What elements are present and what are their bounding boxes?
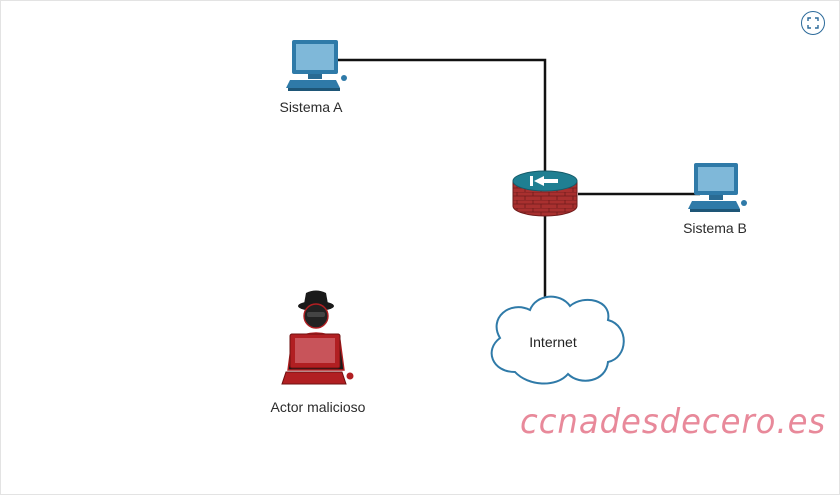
sistema-a-label: Sistema A bbox=[279, 99, 343, 115]
hacker-icon[interactable] bbox=[281, 290, 354, 385]
links bbox=[336, 58, 700, 310]
cloud-icon[interactable] bbox=[490, 295, 625, 385]
attacker-label: Actor malicioso bbox=[270, 399, 366, 415]
expand-button[interactable] bbox=[801, 11, 825, 35]
computer-icon[interactable] bbox=[286, 40, 347, 91]
link-sistema-a-router bbox=[336, 58, 547, 175]
watermark-text: ccnadesdecero.es bbox=[520, 402, 827, 442]
computer-icon[interactable] bbox=[688, 163, 747, 212]
firewall-router-icon[interactable] bbox=[512, 170, 578, 217]
internet-label: Internet bbox=[529, 334, 577, 350]
expand-icon bbox=[807, 17, 819, 29]
sistema-b-label: Sistema B bbox=[683, 220, 747, 236]
